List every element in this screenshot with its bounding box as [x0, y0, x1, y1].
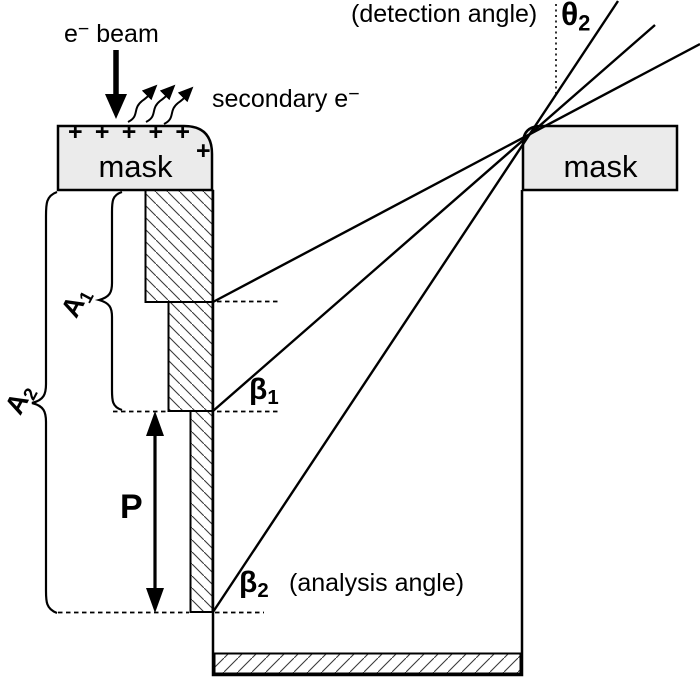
charge-plus: + [175, 118, 190, 146]
theta2-base: θ [561, 0, 579, 32]
e-beam-label-rest: beam [89, 19, 159, 48]
ray-beta2 [211, 0, 620, 613]
e-beam-label-base: e [64, 19, 78, 48]
resist-step-3 [189, 410, 214, 613]
beta1-label: β1 [249, 375, 279, 409]
secondary-electron-label-base: secondary e [212, 84, 349, 113]
beta2-base: β [239, 566, 258, 599]
secondary-electron-arrows [127, 84, 194, 125]
secondary-electron-label: secondary e− [212, 83, 360, 113]
depth-level-dashed-lines [58, 300, 281, 614]
e-beam-arrow [105, 50, 127, 119]
beta1-sub: 1 [267, 387, 279, 410]
p-dimension-label: P [120, 488, 143, 526]
detection-rays [211, 0, 700, 613]
ray-a1-level [212, 42, 700, 304]
mask-surface-charges: + + + + + [68, 120, 190, 145]
beta2-sub: 2 [257, 580, 269, 603]
left-mask-label: mask [98, 149, 173, 184]
charge-plus: + [94, 118, 110, 146]
secondary-electron-label-minus: − [348, 83, 360, 105]
brace-a1 [94, 190, 123, 412]
e-beam-label: e− beam [64, 18, 159, 48]
resist-step-1 [144, 189, 214, 303]
right-mask-label: mask [563, 149, 638, 184]
charge-plus: + [148, 118, 164, 146]
resist-step-2 [167, 301, 214, 412]
detection-angle-note: (detection angle) [351, 0, 538, 28]
ray-beta1 [212, 24, 656, 412]
beta1-base: β [249, 373, 268, 406]
charge-plus-corner: + [196, 137, 211, 165]
charge-plus: + [121, 118, 137, 146]
beta2-label: β2 [239, 568, 269, 602]
substrate-bottom-layer [213, 652, 522, 675]
e-beam-label-minus: − [77, 18, 90, 40]
charge-plus: + [68, 118, 83, 146]
analysis-angle-note: (analysis angle) [289, 569, 465, 597]
left-mask-shape [56, 124, 214, 192]
sample-box-outline [211, 190, 524, 677]
brace-a2 [31, 190, 58, 615]
theta2-sub: 2 [578, 10, 591, 36]
p-dimension-arrow [146, 411, 164, 613]
theta2-label: θ2 [561, 0, 590, 34]
